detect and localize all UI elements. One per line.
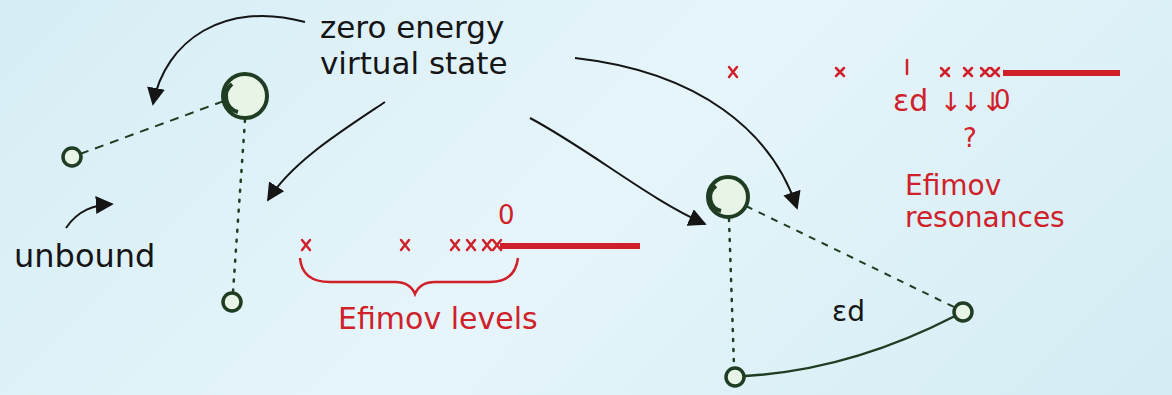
spectrum-label: Efimov resonances xyxy=(905,170,1145,234)
energy-symbol: εd xyxy=(893,84,928,119)
dotted-bond xyxy=(233,120,245,292)
shift-arrow: ↓ xyxy=(940,88,962,118)
continuum-line xyxy=(1003,70,1120,76)
particle-shading xyxy=(226,84,238,112)
question-mark: ? xyxy=(963,124,977,154)
energy-zero: 0 xyxy=(498,201,515,231)
continuum-line xyxy=(500,243,640,249)
light-particle xyxy=(223,293,241,311)
brace xyxy=(300,258,518,294)
resonance-marks xyxy=(729,60,999,77)
energy-symbol: εd xyxy=(832,296,865,328)
light-particle xyxy=(954,303,972,321)
particle-shading xyxy=(710,186,721,211)
dashed-bond xyxy=(80,101,224,154)
callout-text: unbound xyxy=(14,238,155,275)
heavy-particle xyxy=(708,177,748,217)
level-marks xyxy=(302,240,501,250)
light-particle xyxy=(63,148,81,166)
heavy-particle xyxy=(223,74,267,118)
shift-arrow: ↓↓ xyxy=(960,88,994,118)
energy-zero: 0 xyxy=(994,86,1011,116)
spectrum-label: Efimov levels xyxy=(338,302,538,337)
dotted-bond xyxy=(729,219,734,366)
light-particle xyxy=(726,368,744,386)
callout-text: zero energy virtual state xyxy=(320,10,570,81)
